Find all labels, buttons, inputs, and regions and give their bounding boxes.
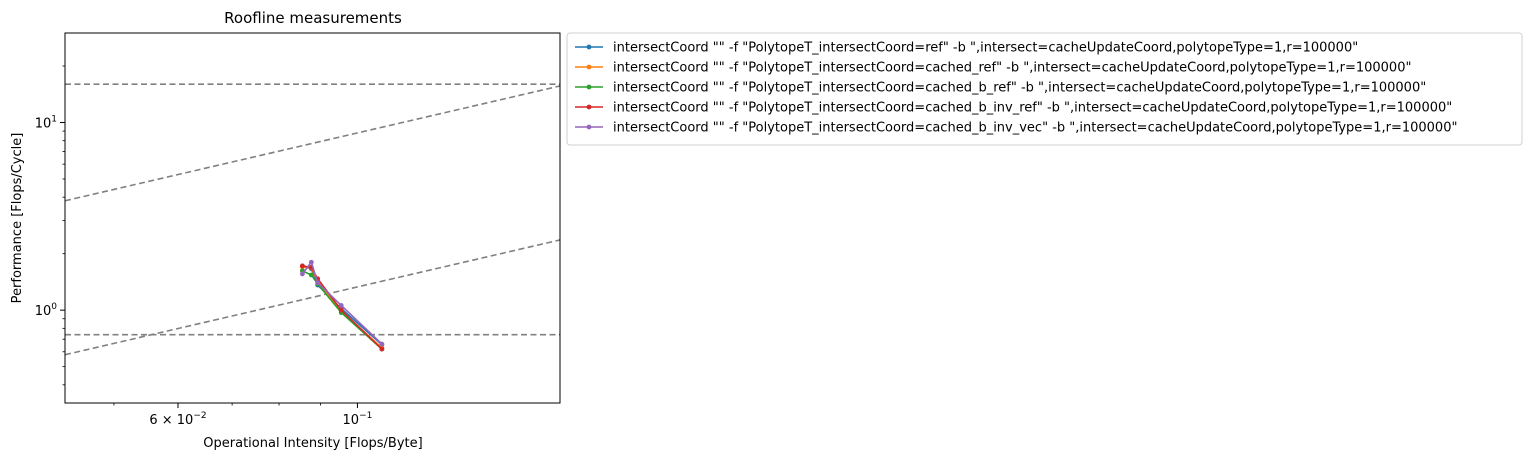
series-4-point-0	[299, 271, 305, 277]
legend-label-4: intersectCoord "" -f "PolytopeT_intersec…	[613, 121, 1457, 136]
x-tick-base: 10	[343, 413, 360, 428]
series-4-point-1	[308, 259, 314, 265]
legend: intersectCoord "" -f "PolytopeT_intersec…	[566, 32, 1523, 146]
x-tick-exponent: −2	[193, 411, 206, 421]
y-tick-base: 10	[35, 117, 52, 132]
x-tick-label-1: 10−1	[343, 411, 373, 428]
legend-label-1: intersectCoord "" -f "PolytopeT_intersec…	[613, 61, 1411, 76]
x-tick-label-0: 6 × 10−2	[149, 411, 206, 428]
legend-marker-2	[586, 84, 592, 90]
legend-label-2: intersectCoord "" -f "PolytopeT_intersec…	[613, 81, 1426, 96]
series-line-4	[301, 260, 383, 345]
y-tick-base: 10	[35, 304, 52, 319]
x-tick-exponent: −1	[359, 411, 372, 421]
chart-title: Roofline measurements	[224, 9, 402, 27]
series-4-point-2	[315, 280, 321, 286]
legend-marker-1	[586, 64, 592, 70]
series-3-point-0	[299, 263, 305, 269]
x-tick-mantissa: 6 ×	[149, 413, 176, 428]
legend-label-3: intersectCoord "" -f "PolytopeT_intersec…	[613, 101, 1452, 116]
y-tick-label-1: 101	[35, 115, 57, 132]
legend-label-0: intersectCoord "" -f "PolytopeT_intersec…	[613, 41, 1358, 56]
plot-content	[65, 83, 560, 356]
legend-marker-0	[586, 44, 592, 50]
series-4-point-3	[338, 303, 344, 308]
y-tick-label-0: 100	[35, 302, 58, 319]
legend-box	[566, 32, 1523, 146]
series-4-point-4	[379, 341, 385, 347]
x-tick-base: 10	[177, 413, 194, 428]
roofline-diagonal-3	[65, 239, 560, 356]
plot-area	[65, 83, 560, 356]
roofline-diagonal-2	[65, 85, 560, 202]
series-2-point-1	[308, 272, 314, 278]
series-3-point-3	[338, 307, 344, 313]
legend-marker-3	[586, 104, 592, 110]
legend-marker-4	[586, 124, 592, 130]
x-axis-label: Operational Intensity [Flops/Byte]	[203, 436, 422, 451]
y-tick-exponent: 1	[51, 115, 57, 125]
plot-frame	[64, 32, 561, 404]
y-axis-label: Performance [Flops/Cycle]	[10, 133, 25, 304]
y-tick-exponent: 0	[51, 302, 57, 312]
series-3-point-4	[379, 346, 385, 352]
